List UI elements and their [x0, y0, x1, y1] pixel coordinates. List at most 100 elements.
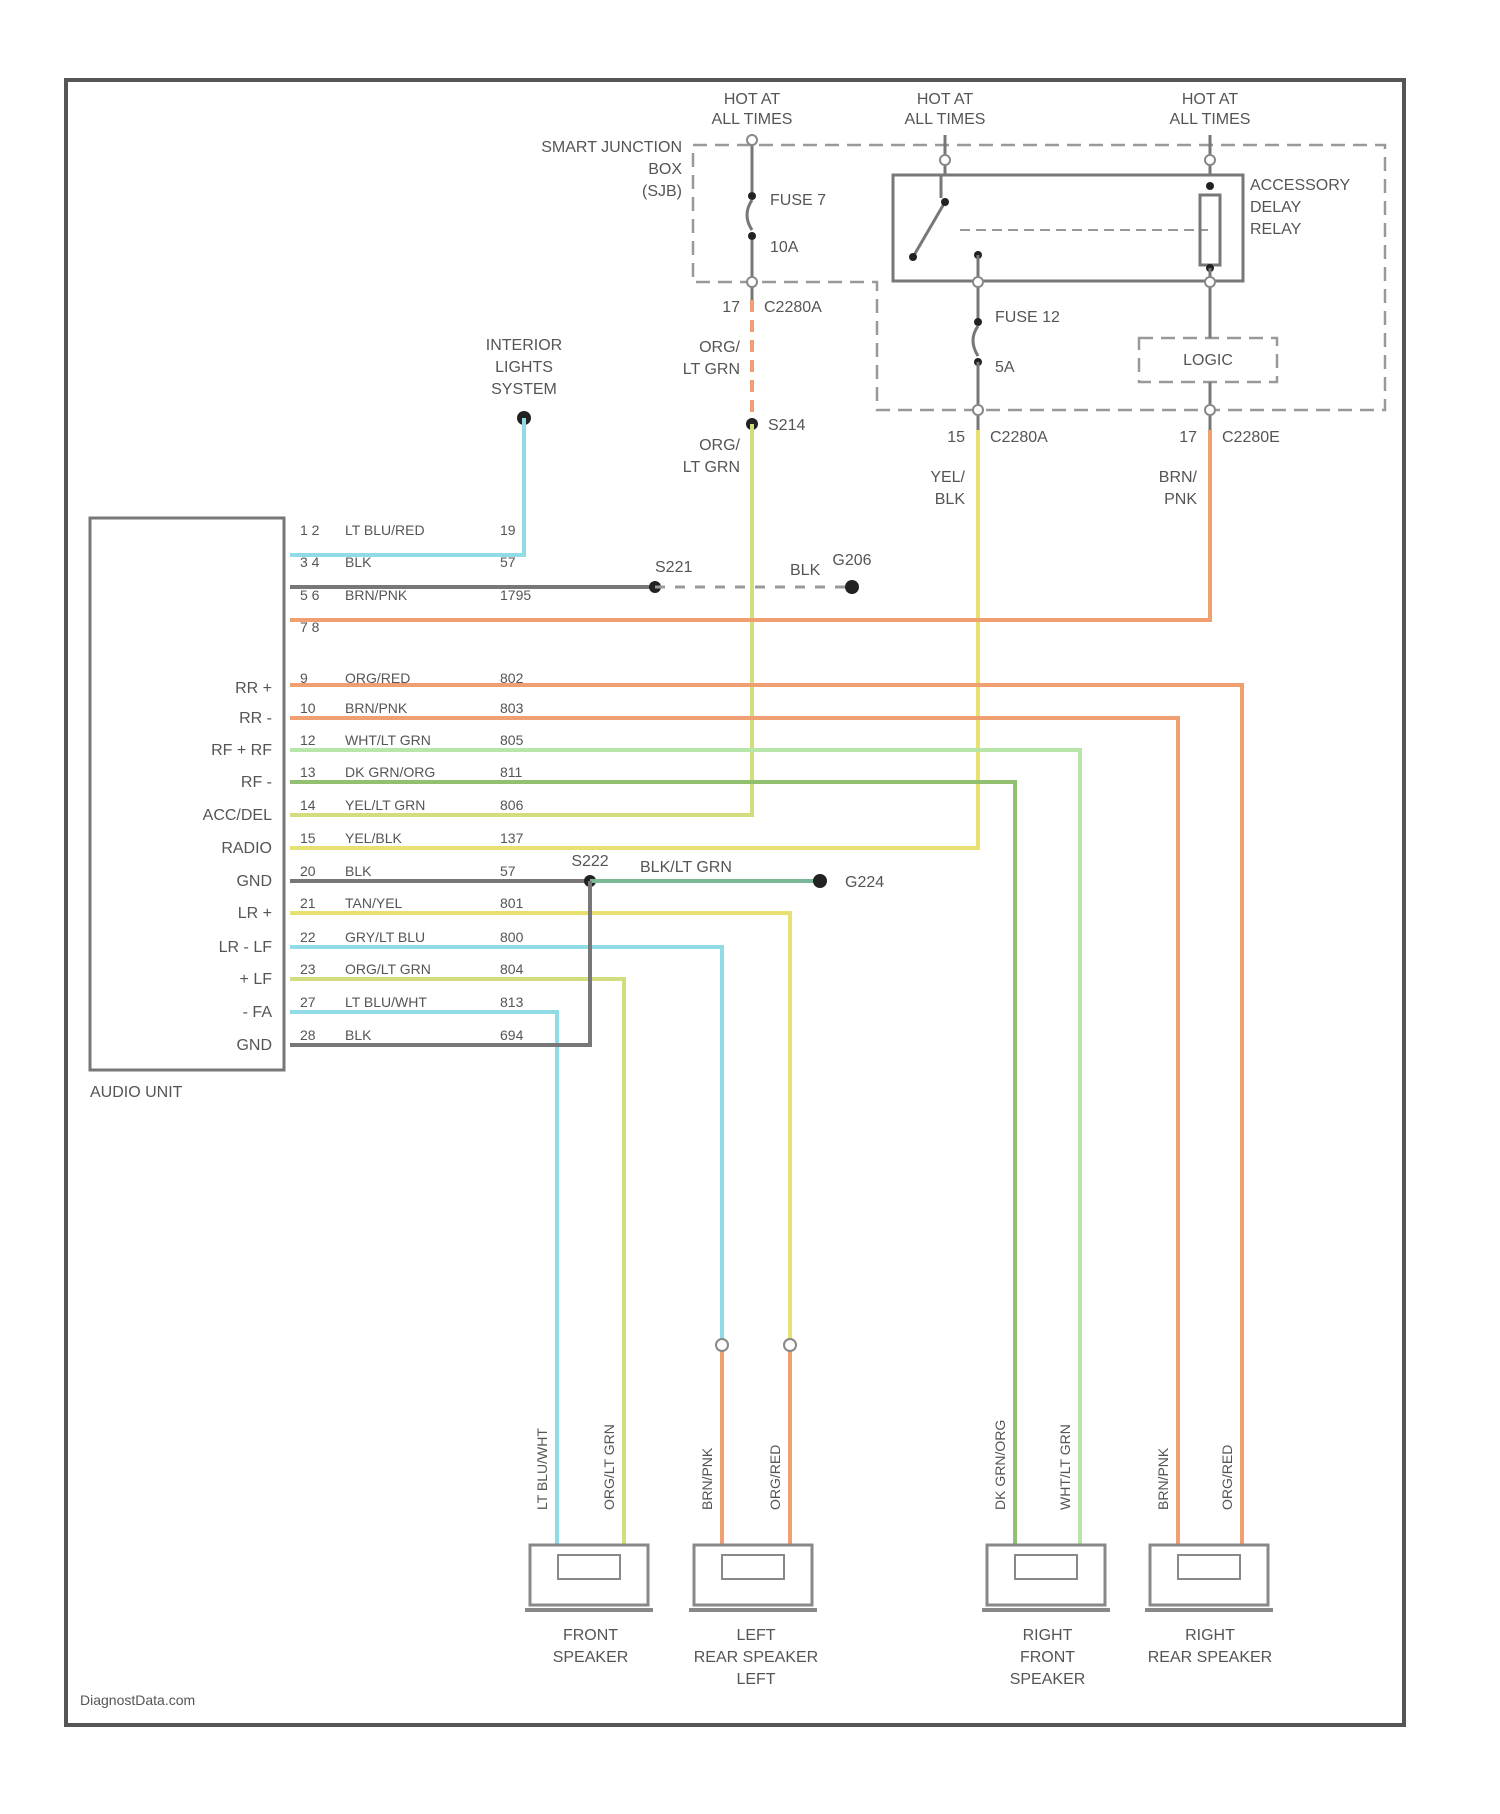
- audio-unit-wire-color: ORG/RED: [345, 670, 410, 686]
- audio-unit-circuit: 803: [500, 700, 524, 716]
- audio-unit-terminal-name: + LF: [240, 971, 273, 988]
- pin-label: 17: [1179, 429, 1197, 446]
- ground-label: G206: [832, 552, 871, 569]
- audio-unit-terminal-name: RF + RF: [211, 742, 272, 759]
- audio-unit-circuit: 137: [500, 830, 524, 846]
- audio-unit-circuit: 57: [500, 554, 516, 570]
- audio-unit-wire-color: ORG/LT GRN: [345, 961, 431, 977]
- speaker-right-rear: [1145, 1545, 1273, 1610]
- audio-unit-pin: 28: [300, 1027, 316, 1043]
- audio-unit-pin: 1 2: [300, 522, 320, 538]
- footer-watermark: DiagnostData.com: [80, 1692, 195, 1708]
- connector-label: C2280A: [764, 299, 822, 316]
- audio-unit-circuit: 802: [500, 670, 524, 686]
- wire-color-label: ORG/LT GRN: [683, 339, 741, 378]
- audio-unit-pin: 14: [300, 797, 316, 813]
- wire-color-label: BRN/PNK: [1159, 469, 1198, 508]
- audio-unit-circuit: 805: [500, 732, 524, 748]
- fuse-7-amp-label: 10A: [770, 239, 799, 256]
- audio-unit-pin: 23: [300, 961, 316, 977]
- audio-unit-pin: 13: [300, 764, 316, 780]
- splice-label: S214: [768, 417, 805, 434]
- speaker-wire-color: ORG/LT GRN: [601, 1424, 617, 1510]
- audio-unit-wire-color: DK GRN/ORG: [345, 764, 435, 780]
- audio-unit-label: AUDIO UNIT: [90, 1084, 183, 1101]
- wire-color-label: YEL/BLK: [930, 469, 965, 508]
- audio-unit-circuit: 801: [500, 895, 524, 911]
- audio-unit-wire-color: BLK: [345, 554, 372, 570]
- audio-unit-wire-color: GRY/LT BLU: [345, 929, 425, 945]
- audio-unit-pin: 10: [300, 700, 316, 716]
- speaker-wire-color: BRN/PNK: [699, 1447, 715, 1510]
- audio-unit-pin: 3 4: [300, 554, 320, 570]
- audio-unit-terminal-name: RF -: [241, 774, 272, 791]
- audio-unit-terminal-name: RADIO: [221, 840, 272, 857]
- audio-unit-pin: 27: [300, 994, 316, 1010]
- audio-unit-pin: 5 6: [300, 587, 320, 603]
- audio-unit-circuit: 19: [500, 522, 516, 538]
- audio-unit-terminal-name: - FA: [243, 1004, 273, 1021]
- speaker-front: [525, 1545, 653, 1610]
- audio-unit-wire-color: BLK: [345, 1027, 372, 1043]
- audio-unit-terminal-name: LR - LF: [219, 939, 273, 956]
- speaker-wire-color: DK GRN/ORG: [992, 1420, 1008, 1510]
- ground-label: G224: [845, 874, 884, 891]
- logic-label: LOGIC: [1183, 352, 1233, 369]
- splice-label: S221: [655, 559, 692, 576]
- audio-unit-circuit: 1795: [500, 587, 531, 603]
- fuse-12-amp-label: 5A: [995, 359, 1015, 376]
- speaker-wire-color: BRN/PNK: [1155, 1447, 1171, 1510]
- audio-unit-terminal-name: ACC/DEL: [203, 807, 272, 824]
- splice-label: S222: [571, 853, 608, 870]
- audio-unit-wire-color: TAN/YEL: [345, 895, 403, 911]
- audio-unit-pin: 20: [300, 863, 316, 879]
- speaker-wire-color: WHT/LT GRN: [1057, 1424, 1073, 1510]
- audio-unit-wire-color: BRN/PNK: [345, 700, 408, 716]
- audio-unit-terminal-name: RR +: [235, 680, 272, 697]
- accessory-delay-relay-box: [893, 175, 1243, 281]
- audio-unit-circuit: 811: [500, 764, 523, 780]
- connector-label: C2280E: [1222, 429, 1280, 446]
- audio-unit-terminal-name: GND: [236, 1037, 272, 1054]
- audio-unit-pin: 9: [300, 670, 308, 686]
- audio-unit-terminal-name: RR -: [239, 710, 272, 727]
- audio-unit-circuit: 800: [500, 929, 524, 945]
- audio-unit-circuit: 804: [500, 961, 524, 977]
- audio-unit-wire-color: LT BLU/WHT: [345, 994, 427, 1010]
- wire-color-label: BLK/LT GRN: [640, 859, 732, 876]
- audio-unit-terminal-name: GND: [236, 873, 272, 890]
- speaker-wire-color: ORG/RED: [767, 1445, 783, 1510]
- audio-unit-circuit: 813: [500, 994, 524, 1010]
- audio-unit-pin: 22: [300, 929, 316, 945]
- audio-unit-wire-color: BRN/PNK: [345, 587, 408, 603]
- audio-unit-pin: 15: [300, 830, 316, 846]
- fuse-12-label: FUSE 12: [995, 309, 1060, 326]
- speaker-label: LEFTREAR SPEAKERLEFT: [694, 1627, 818, 1688]
- connector-label: C2280A: [990, 429, 1048, 446]
- audio-unit-pin: 12: [300, 732, 316, 748]
- fuse-7-label: FUSE 7: [770, 192, 826, 209]
- speaker-right-front: [982, 1545, 1110, 1610]
- audio-unit-wire-color: LT BLU/RED: [345, 522, 425, 538]
- speaker-left-rear: [689, 1545, 817, 1610]
- audio-unit-pin: 21: [300, 895, 316, 911]
- diagram-frame: [66, 80, 1404, 1725]
- speaker-wire-color: ORG/RED: [1219, 1445, 1235, 1510]
- audio-unit-circuit: 57: [500, 863, 516, 879]
- wire-color-label: ORG/LT GRN: [683, 437, 741, 476]
- audio-unit-pin: 7 8: [300, 619, 320, 635]
- wire-color-label: BLK: [790, 562, 821, 579]
- audio-unit-wire-color: YEL/BLK: [345, 830, 402, 846]
- audio-unit-circuit: 694: [500, 1027, 524, 1043]
- pin-label: 15: [947, 429, 965, 446]
- speaker-wire-color: LT BLU/WHT: [534, 1428, 550, 1510]
